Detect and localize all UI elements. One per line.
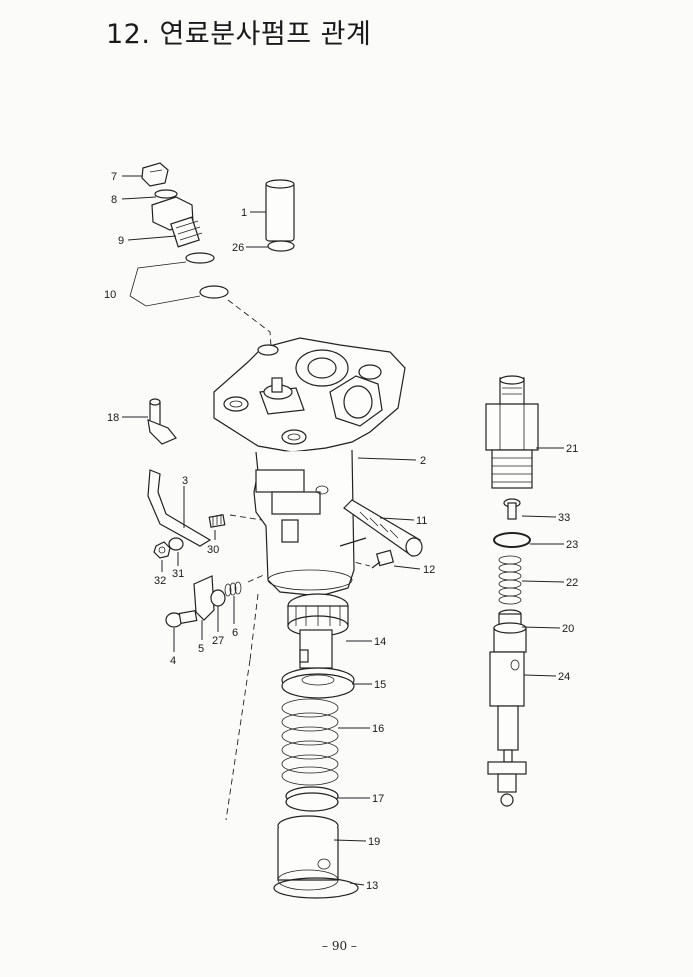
part-22-spring [498, 555, 522, 605]
callout-33: 33 [558, 512, 570, 524]
callout-23: 23 [566, 539, 578, 551]
part-11-lever [339, 499, 423, 557]
callout-14: 14 [374, 636, 386, 648]
part-15-spring-seat [281, 667, 355, 699]
part-1-cap [265, 179, 295, 242]
callout-6: 6 [232, 627, 238, 639]
part-31-washer [168, 537, 184, 551]
callout-11: 11 [416, 515, 427, 527]
part-23-ring [493, 532, 531, 548]
part-21-nozzle-holder [485, 375, 539, 489]
callout-3: 3 [182, 475, 188, 487]
part-10-washer-lower [199, 285, 229, 299]
callout-10: 10 [104, 289, 116, 301]
part-7-bolt [141, 162, 169, 187]
part-4-screw [165, 609, 198, 628]
part-24-nozzle [487, 622, 527, 807]
part-18-pin [147, 398, 177, 445]
callout-31: 31 [172, 568, 184, 580]
page-title: 12. 연료분사펌프 관계 [106, 19, 372, 50]
callout-17: 17 [372, 793, 384, 805]
callout-27: 27 [212, 635, 224, 647]
callout-1: 1 [241, 207, 247, 219]
callout-21: 21 [566, 443, 578, 455]
part-3-link [147, 469, 212, 547]
callout-5: 5 [198, 643, 204, 655]
callout-15: 15 [374, 679, 386, 691]
callout-19: 19 [368, 836, 380, 848]
part-13-snap-ring [273, 877, 359, 899]
part-16-plunger-spring [281, 698, 339, 786]
part-2-pump-body [213, 337, 406, 597]
callout-30: 30 [207, 544, 219, 556]
callout-24: 24 [558, 671, 570, 683]
callout-13: 13 [366, 880, 378, 892]
callout-18: 18 [107, 412, 119, 424]
part-8-washer [154, 189, 178, 199]
callout-32: 32 [154, 575, 166, 587]
part-12-screw [371, 549, 395, 569]
callout-20: 20 [562, 623, 574, 635]
callout-2: 2 [420, 455, 426, 467]
part-33-pin [503, 498, 521, 520]
part-6-spring [224, 581, 242, 597]
part-9-nipple [151, 196, 203, 248]
callout-26: 26 [232, 242, 244, 254]
part-32-nut [153, 541, 171, 559]
part-5-plate [193, 575, 215, 621]
callout-7: 7 [111, 171, 117, 183]
callout-9: 9 [118, 235, 124, 247]
part-30-screw [208, 514, 226, 528]
callout-8: 8 [111, 194, 117, 206]
part-19-tappet [277, 815, 339, 891]
part-10-washer-upper [185, 252, 215, 264]
callout-12: 12 [423, 564, 435, 576]
part-27-collar [210, 589, 226, 607]
callout-4: 4 [170, 655, 176, 667]
page-number: – 90 – [322, 939, 357, 953]
part-26-ring [267, 240, 295, 252]
callout-22: 22 [566, 577, 578, 589]
part-14-control-sleeve [287, 593, 349, 669]
part-17-lower-seat [285, 786, 339, 812]
callout-16: 16 [372, 723, 384, 735]
